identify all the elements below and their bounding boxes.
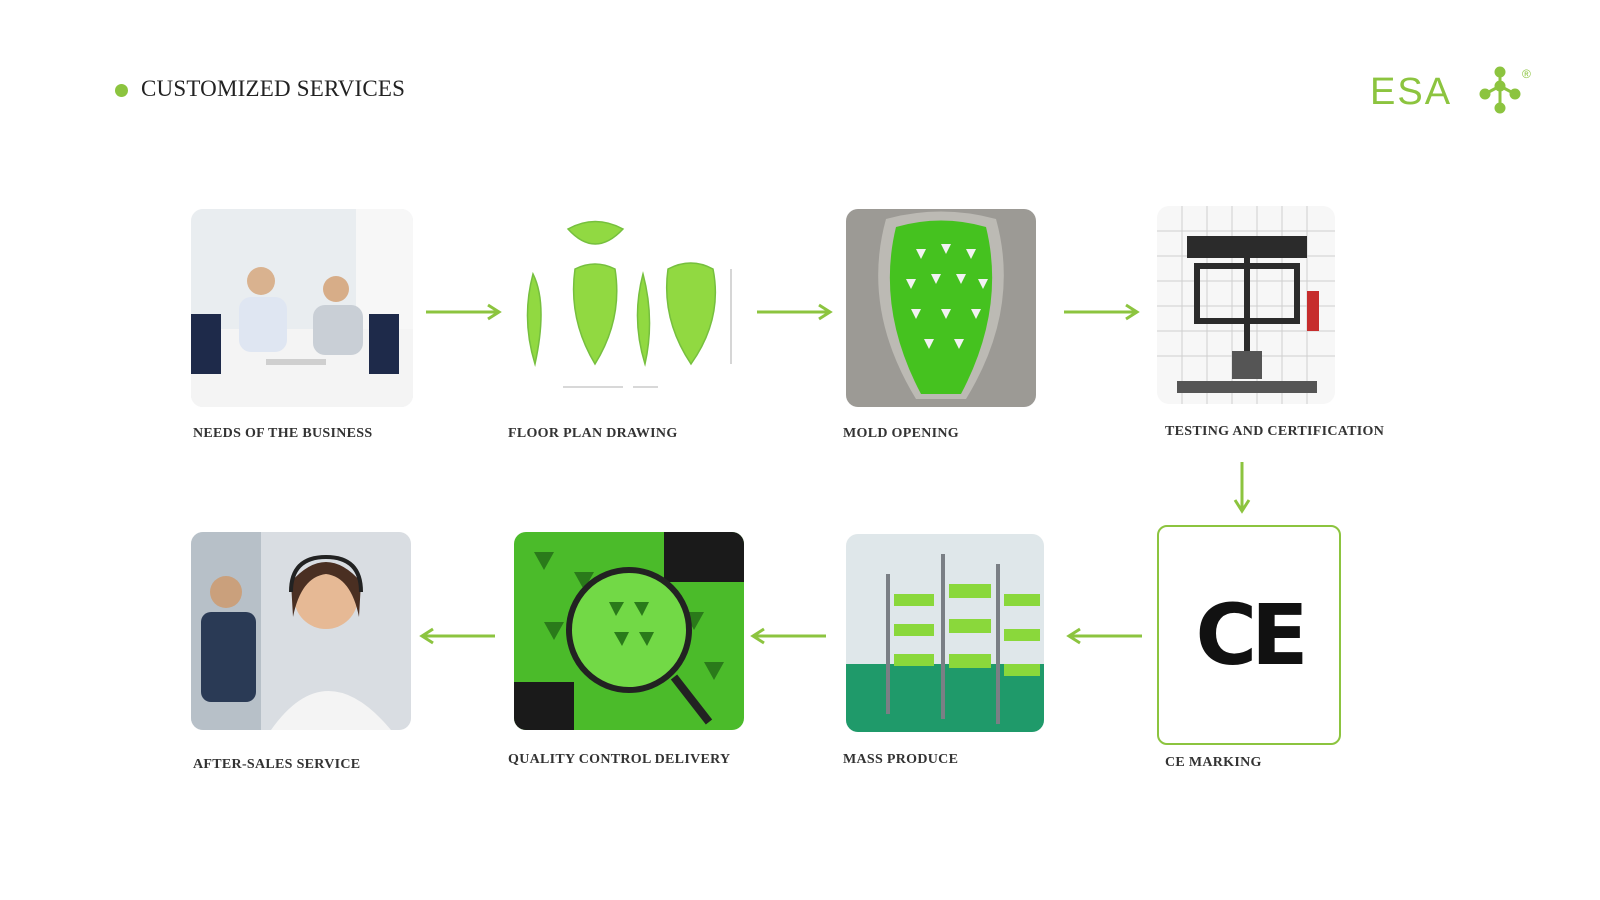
arrow-down-icon [1233,462,1251,514]
step-label-needs: NEEDS OF THE BUSINESS [193,426,373,441]
step-label-testing: TESTING AND CERTIFICATION [1165,424,1385,439]
after-sales-service-photo [191,532,411,730]
floor-plan-drawing-image [513,209,745,407]
logo-text: ESA [1370,71,1452,113]
quality-control-photo [514,532,744,730]
arrow-right-icon [757,303,833,321]
arrow-left-icon [419,627,495,645]
arrow-left-icon [1066,627,1142,645]
business-meeting-photo [191,209,413,407]
step-label-after-sales: AFTER-SALES SERVICE [193,757,361,772]
ce-mark-icon: CE [1195,586,1308,684]
esa-logo: ESA ® [1370,64,1550,124]
step-label-ce-marking: CE MARKING [1165,755,1262,770]
arrow-left-icon [750,627,826,645]
arrow-right-icon [426,303,502,321]
testing-machine-photo [1157,206,1335,404]
page-title: CUSTOMIZED SERVICES [141,76,406,101]
ce-marking-card: CE [1157,525,1341,745]
step-label-floor-plan: FLOOR PLAN DRAWING [508,426,678,441]
arrow-right-icon [1064,303,1140,321]
mass-production-photo [846,534,1044,732]
step-label-mass-produce: MASS PRODUCE [843,752,959,767]
step-label-quality-control: QUALITY CONTROL DELIVERY [508,752,731,767]
header-bullet [115,84,128,97]
registered-mark: ® [1522,67,1531,81]
mold-opening-photo [846,209,1036,407]
step-label-mold-opening: MOLD OPENING [843,426,959,441]
